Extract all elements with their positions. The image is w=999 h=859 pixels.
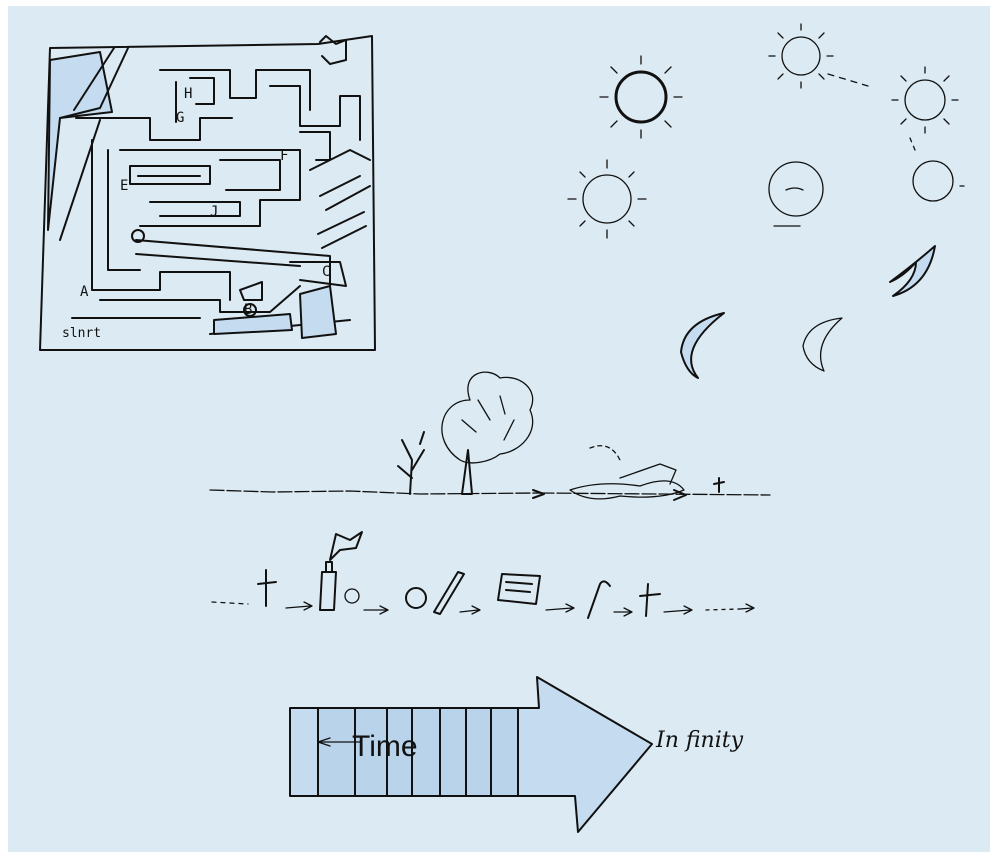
hand-drawn-map — [40, 36, 375, 350]
sun-center — [769, 162, 823, 226]
map-letter-g: G — [176, 110, 184, 126]
bottle-icon — [320, 562, 336, 610]
book-icon — [498, 574, 540, 604]
cross-icon-2 — [640, 584, 660, 616]
map-letter-f: F — [280, 148, 288, 164]
moon-crescent-pale — [803, 318, 842, 371]
sun-left — [568, 160, 646, 238]
map-blue-region-topleft — [48, 52, 112, 230]
sun-right-lower — [910, 138, 966, 201]
fallen-log — [570, 446, 684, 499]
infinity-label: In finity — [656, 728, 743, 753]
sun-top — [769, 24, 833, 88]
time-arrow — [290, 677, 652, 832]
ball-icon — [406, 588, 426, 608]
cross-icon-1 — [258, 570, 276, 606]
map-letter-e: E — [120, 178, 128, 194]
life-timeline — [210, 372, 770, 500]
moon-phase-cycle — [568, 24, 966, 378]
map-letter-j: J — [210, 204, 218, 220]
moon-crescent-right — [890, 246, 935, 296]
sprout — [714, 478, 724, 492]
sun-bold — [600, 56, 682, 138]
cane-icon — [588, 581, 610, 618]
big-tree — [442, 372, 533, 494]
object-sequence — [212, 532, 754, 618]
cat-figure-icon — [330, 532, 362, 560]
orbit-dash-1 — [828, 74, 868, 86]
map-blue-pond — [214, 314, 292, 334]
map-letter-a: A — [80, 284, 88, 300]
map-letter-b: B — [244, 302, 252, 318]
map-letter-c: C — [322, 264, 330, 280]
map-corner-text: slnrt — [62, 326, 101, 341]
time-label: Time — [352, 730, 418, 764]
moon-crescent-left — [681, 313, 724, 378]
sapling — [398, 432, 424, 494]
map-blue-pool — [300, 286, 336, 338]
bat-icon — [434, 572, 464, 614]
map-letter-h: H — [184, 86, 192, 102]
sun-right — [892, 67, 958, 133]
